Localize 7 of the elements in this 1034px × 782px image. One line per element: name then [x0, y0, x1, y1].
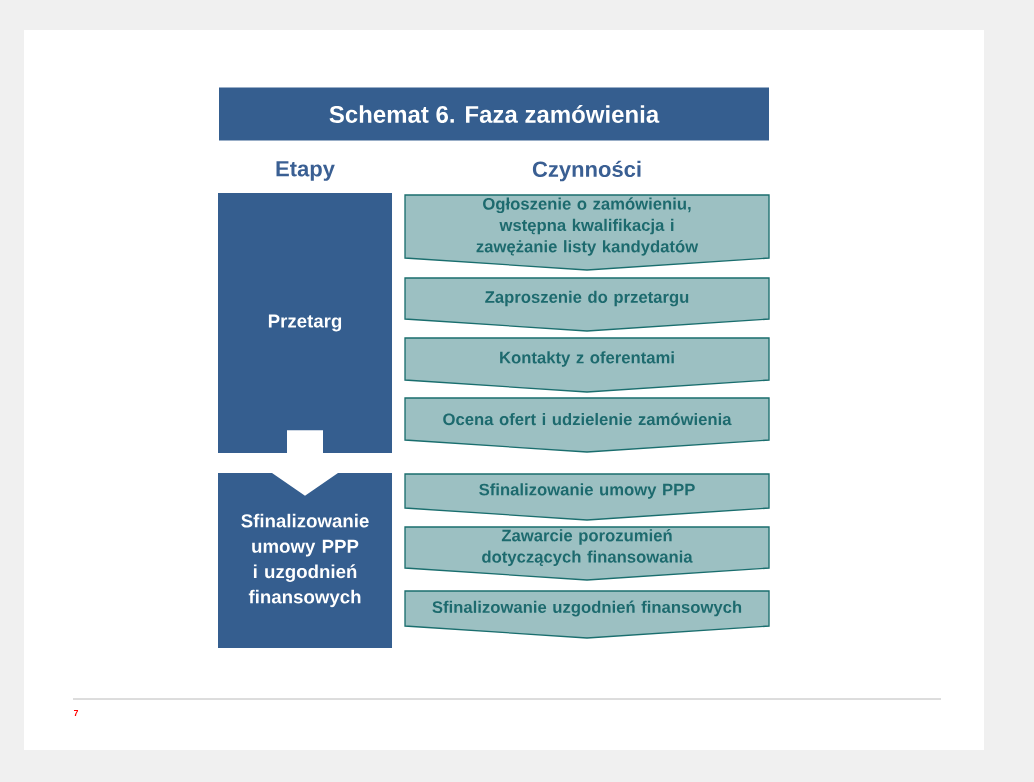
- chevron-box: Ogłoszenie o zamówieniu, wstępna kwalifikacja i zawężanie listy kandydatów: [404, 194, 770, 271]
- stage-box: Przetarg: [218, 193, 392, 453]
- chevron-box: Ocena ofert i udzielenie zamówienia: [404, 397, 770, 453]
- stage-box: Sfinalizowanie umowy PPP i uzgodnień finansowych: [218, 473, 392, 648]
- title-banner: Schemat 6. Faza zamówienia: [219, 87, 769, 141]
- chevron-box: Kontakty z oferentami: [404, 337, 770, 393]
- page-number: 7: [73, 710, 79, 716]
